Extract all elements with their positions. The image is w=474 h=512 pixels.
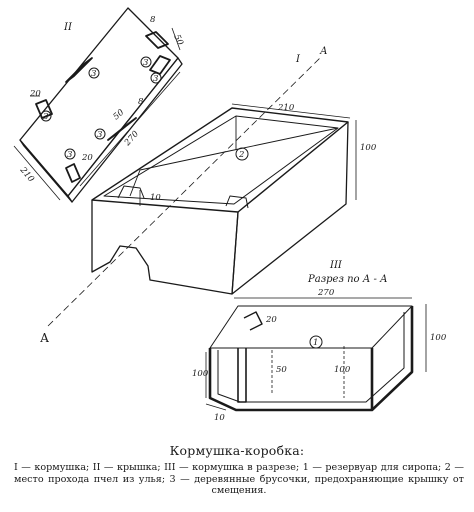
callout-2-box: 2 bbox=[238, 150, 244, 160]
dim-lid-50-top: 50 bbox=[171, 33, 185, 48]
lid-callout-circle-e bbox=[94, 128, 106, 140]
label-section-mark: А bbox=[40, 331, 49, 345]
lid-block-bottom bbox=[65, 163, 81, 183]
callout-3-lid-e: 3 bbox=[97, 130, 102, 140]
label-part-II: II bbox=[63, 22, 73, 33]
dim-section-20: 20 bbox=[265, 315, 277, 325]
callout-3-lid-b: 3 bbox=[143, 58, 148, 68]
lid-callout-circle-d bbox=[40, 110, 52, 122]
dim-lid-50-mid: 50 bbox=[112, 107, 127, 122]
dim-lid-8-mid: 8 bbox=[138, 97, 144, 107]
dim-box-210: 210 bbox=[277, 103, 295, 113]
section-title: Разрез по А - А bbox=[307, 274, 388, 285]
section-outer-wall bbox=[208, 306, 414, 412]
section-drawing bbox=[205, 297, 427, 412]
lid-block-left-lower bbox=[35, 99, 53, 119]
lid-callout-circle-b bbox=[140, 56, 152, 68]
lid-callout-circle-a bbox=[88, 67, 100, 79]
callout-3-lid-d: 3 bbox=[43, 112, 48, 122]
box-bee-passage bbox=[117, 185, 145, 199]
box-dim-210-line bbox=[231, 103, 351, 119]
box-front-face bbox=[91, 200, 239, 295]
dim-section-10: 10 bbox=[214, 413, 225, 423]
callout-3-lid-c: 3 bbox=[153, 74, 158, 84]
lid-block-top-right bbox=[145, 31, 169, 49]
lid-dim-50-line bbox=[171, 27, 181, 51]
section-top-edge bbox=[209, 305, 413, 349]
box-drawing bbox=[91, 103, 357, 295]
lid-callout-circle-c bbox=[150, 72, 162, 84]
section-tab bbox=[243, 311, 263, 331]
lid-drawing bbox=[13, 7, 183, 203]
caption-text: I — кормушка; II — крышка; III — кормушк… bbox=[14, 462, 464, 496]
box-callout-circle bbox=[235, 147, 249, 161]
label-part-I: I bbox=[295, 54, 301, 65]
dim-section-100-inner: 100 bbox=[334, 365, 351, 375]
section-line-a-a bbox=[47, 57, 321, 327]
callout-3-lid-f: 3 bbox=[67, 150, 72, 160]
dim-section-270: 270 bbox=[317, 288, 335, 298]
dim-lid-20-a: 20 bbox=[29, 89, 41, 99]
section-callout-circle bbox=[309, 335, 323, 349]
callout-3-lid-a: 3 bbox=[91, 69, 96, 79]
dim-lid-20-b: 20 bbox=[81, 153, 93, 163]
dim-section-100-left: 100 bbox=[192, 369, 209, 379]
lid-dim-210-line bbox=[13, 145, 61, 201]
box-inner-floor bbox=[129, 127, 339, 197]
lid-dim-270-line bbox=[79, 71, 181, 187]
dim-box-10: 10 bbox=[150, 193, 161, 203]
feeder-box-diagram: II I А III Разрез по А - А А 3 3 3 3 3 3… bbox=[13, 7, 447, 423]
lid-callout-circle-f bbox=[64, 148, 76, 160]
box-rim-inner bbox=[103, 115, 339, 205]
lid-block-top-left bbox=[65, 57, 93, 83]
dim-box-100: 100 bbox=[360, 143, 377, 153]
callout-1-section: 1 bbox=[313, 338, 318, 348]
section-dim-10-line bbox=[205, 403, 227, 411]
caption-title: Кормушка-коробка: bbox=[169, 443, 305, 458]
lid-end-face bbox=[67, 57, 183, 203]
dim-lid-270: 270 bbox=[122, 129, 141, 149]
dim-section-100-right: 100 bbox=[430, 333, 447, 343]
box-right-face bbox=[231, 121, 349, 295]
dim-lid-8-top: 8 bbox=[150, 15, 156, 25]
dim-section-50: 50 bbox=[276, 365, 287, 375]
dim-lid-210: 210 bbox=[17, 165, 36, 185]
label-section-mark-top: А bbox=[319, 46, 328, 57]
label-part-III: III bbox=[329, 260, 343, 271]
section-partition bbox=[237, 348, 247, 403]
lid-block-mid bbox=[107, 117, 137, 141]
box-passage-right bbox=[225, 195, 249, 209]
section-inner-wall bbox=[217, 312, 405, 403]
